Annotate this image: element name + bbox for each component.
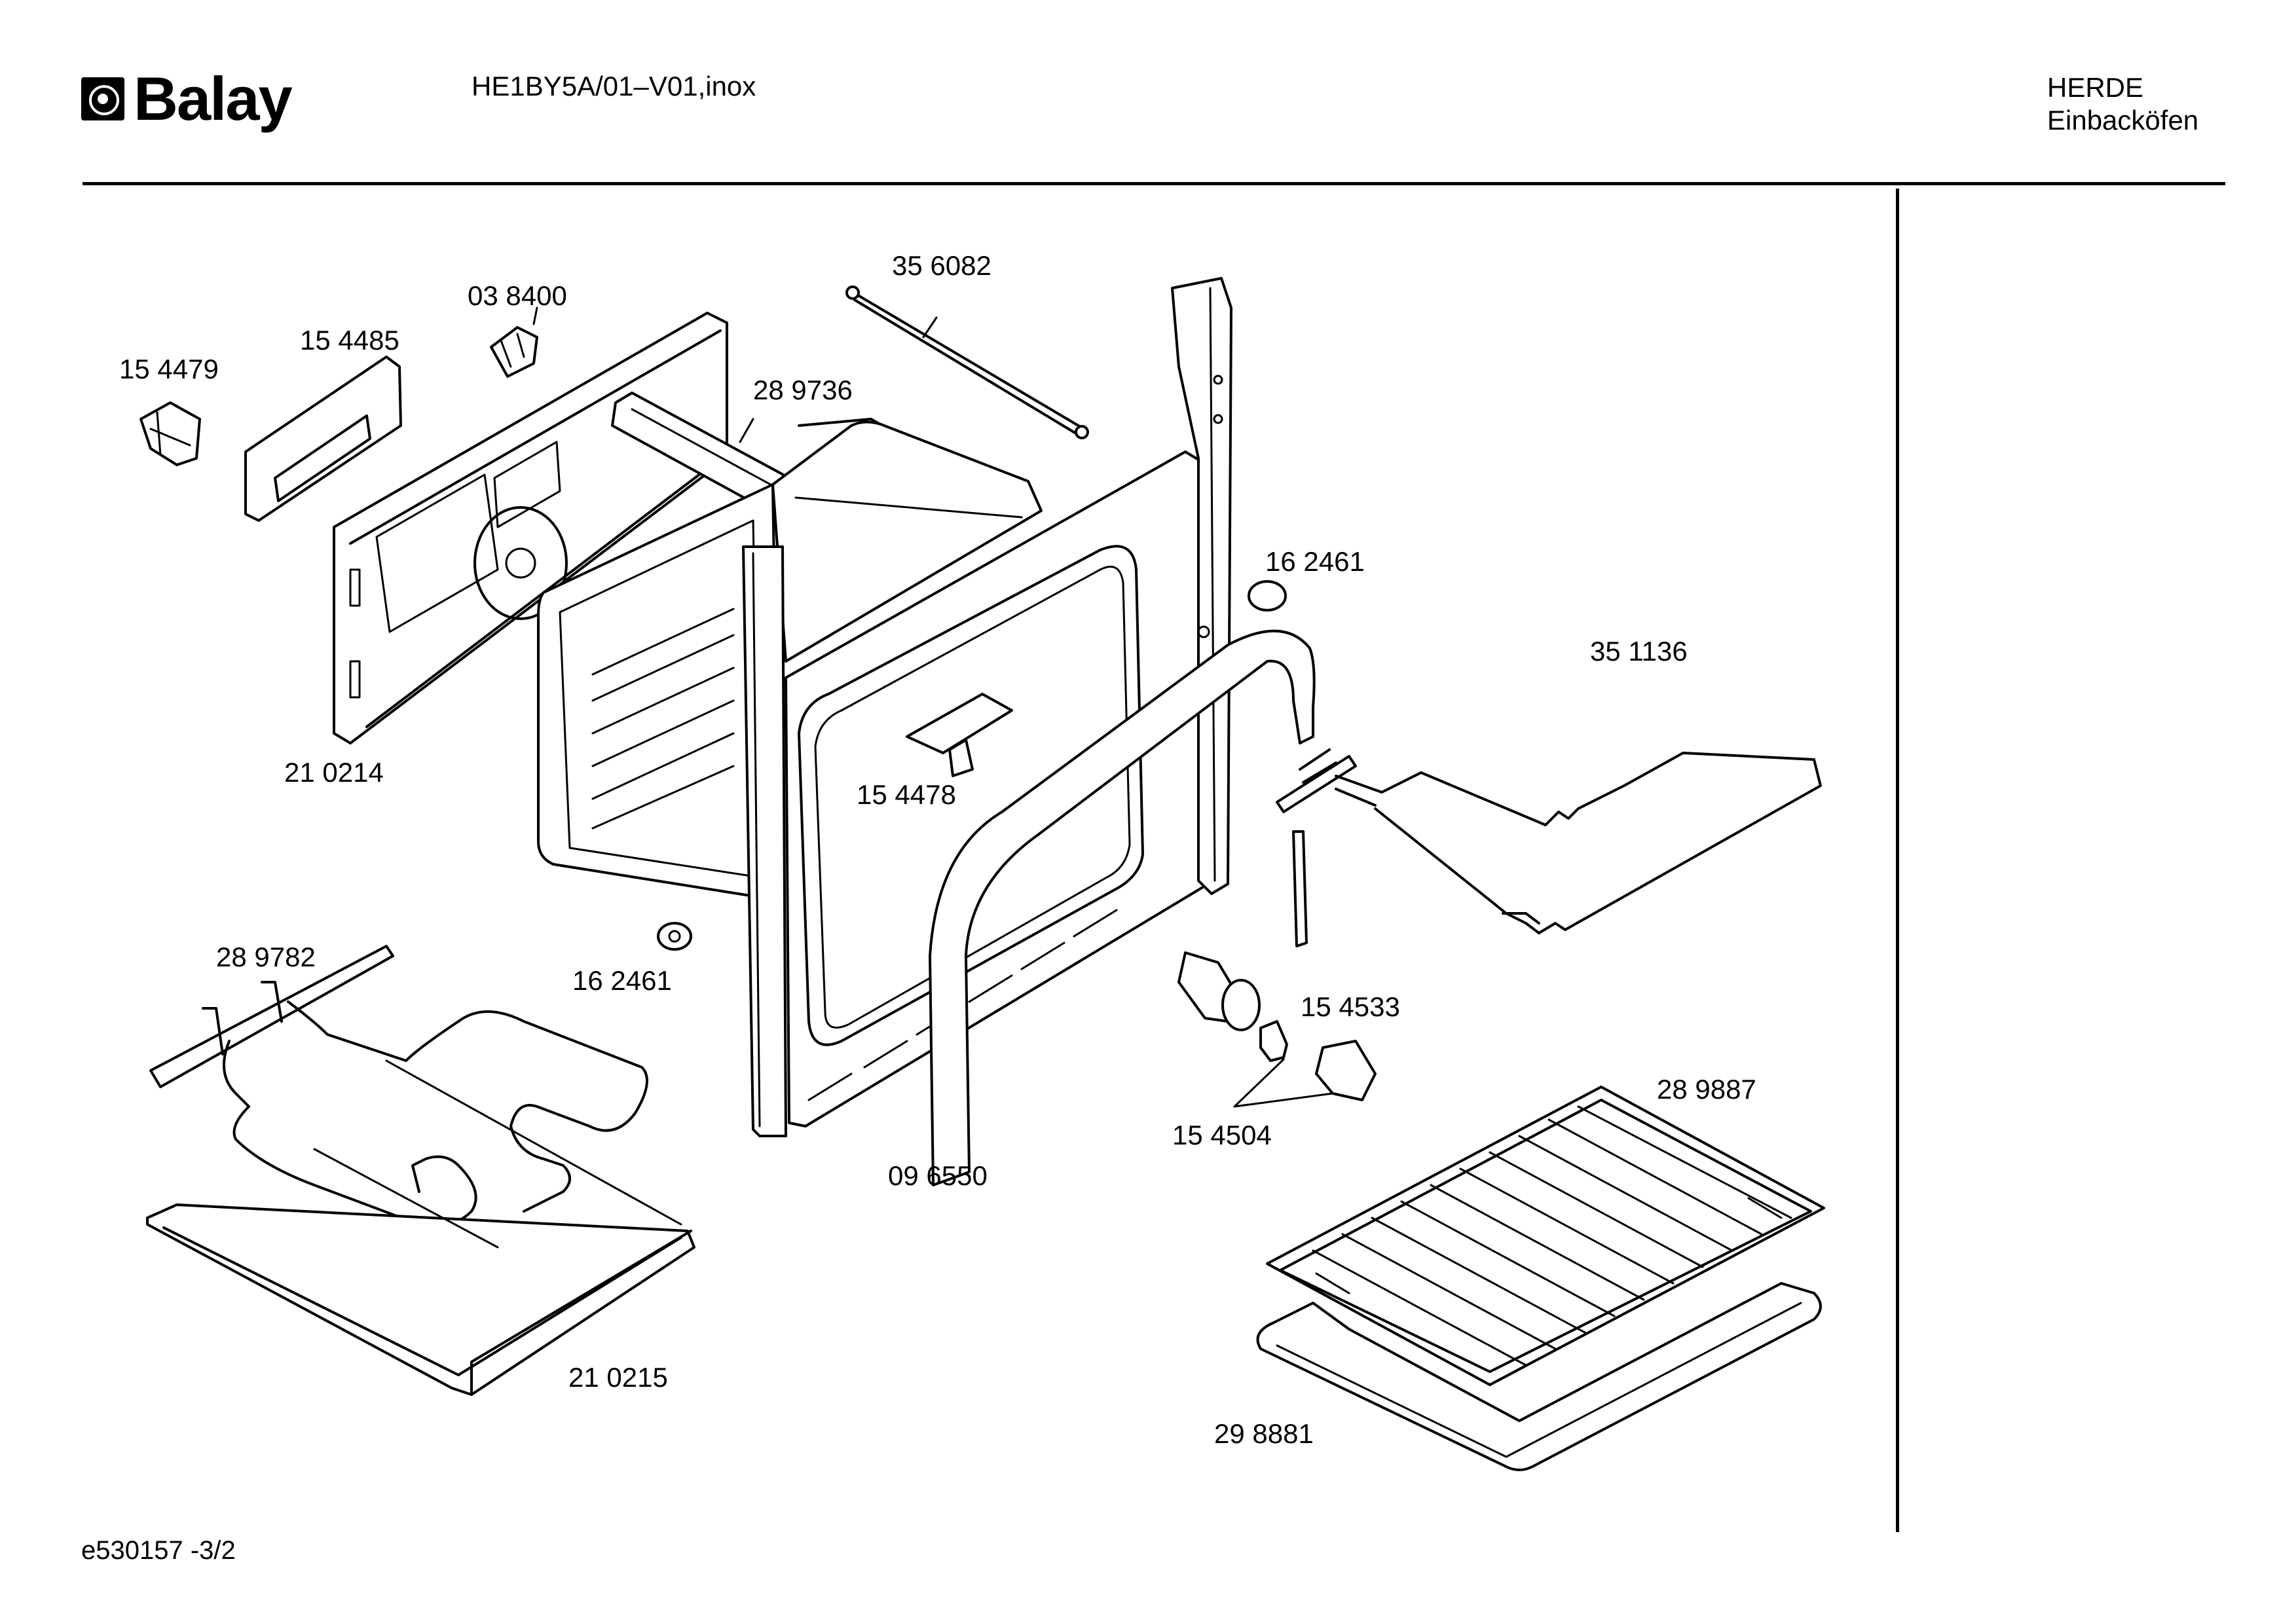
part-label: 35 1136 <box>1590 636 1688 667</box>
part-label: 03 8400 <box>468 280 567 311</box>
part-label: 28 9782 <box>216 942 316 972</box>
part-labels: 15 4479 15 4485 03 8400 28 9736 35 6082 … <box>119 250 1756 1449</box>
front-frame-drawing <box>742 277 1232 1137</box>
part-label: 15 4504 <box>1172 1120 1272 1150</box>
bottom-tray-drawing <box>146 1059 695 1396</box>
vertical-divider <box>1896 189 1899 1532</box>
baking-tray-drawing <box>1256 1282 1822 1471</box>
brand-wordmark: Balay <box>134 64 293 133</box>
wire-rack-drawing <box>1266 1086 1825 1386</box>
grill-element-drawing <box>1276 748 1822 947</box>
lamp-drawing <box>657 580 1377 1108</box>
bracket-drawing <box>139 326 538 522</box>
part-label: 35 6082 <box>892 250 991 281</box>
part-label: 29 8881 <box>1214 1418 1314 1449</box>
oven-cavity-drawing <box>537 420 1043 902</box>
part-label: 15 4479 <box>119 354 219 384</box>
rod-drawing <box>845 285 1089 439</box>
door-seal-drawing <box>929 629 1316 1186</box>
part-label: 28 9736 <box>753 375 853 405</box>
model-number: HE1BY5A/01–V01,inox <box>472 71 756 101</box>
part-label: 15 4533 <box>1301 991 1400 1022</box>
brand-logo: Balay <box>81 64 293 133</box>
part-label: 16 2461 <box>1265 546 1365 577</box>
leader-lines <box>532 306 938 443</box>
part-label: 21 0214 <box>284 757 384 788</box>
part-label: 15 4478 <box>857 779 956 810</box>
part-label: 21 0215 <box>568 1362 668 1393</box>
part-label: 16 2461 <box>572 965 672 996</box>
category-subtitle: Einbacköfen <box>2047 105 2199 136</box>
bottom-element-drawing <box>149 945 648 1228</box>
part-label: 28 9887 <box>1657 1074 1756 1105</box>
document-reference: e530157 -3/2 <box>81 1536 236 1565</box>
brand-logo-icon <box>81 77 124 120</box>
category-title: HERDE <box>2047 72 2144 103</box>
header-divider <box>83 182 2225 185</box>
center-bracket-drawing <box>906 693 1013 777</box>
part-label: 09 6550 <box>888 1160 988 1191</box>
part-label: 15 4485 <box>300 325 399 356</box>
